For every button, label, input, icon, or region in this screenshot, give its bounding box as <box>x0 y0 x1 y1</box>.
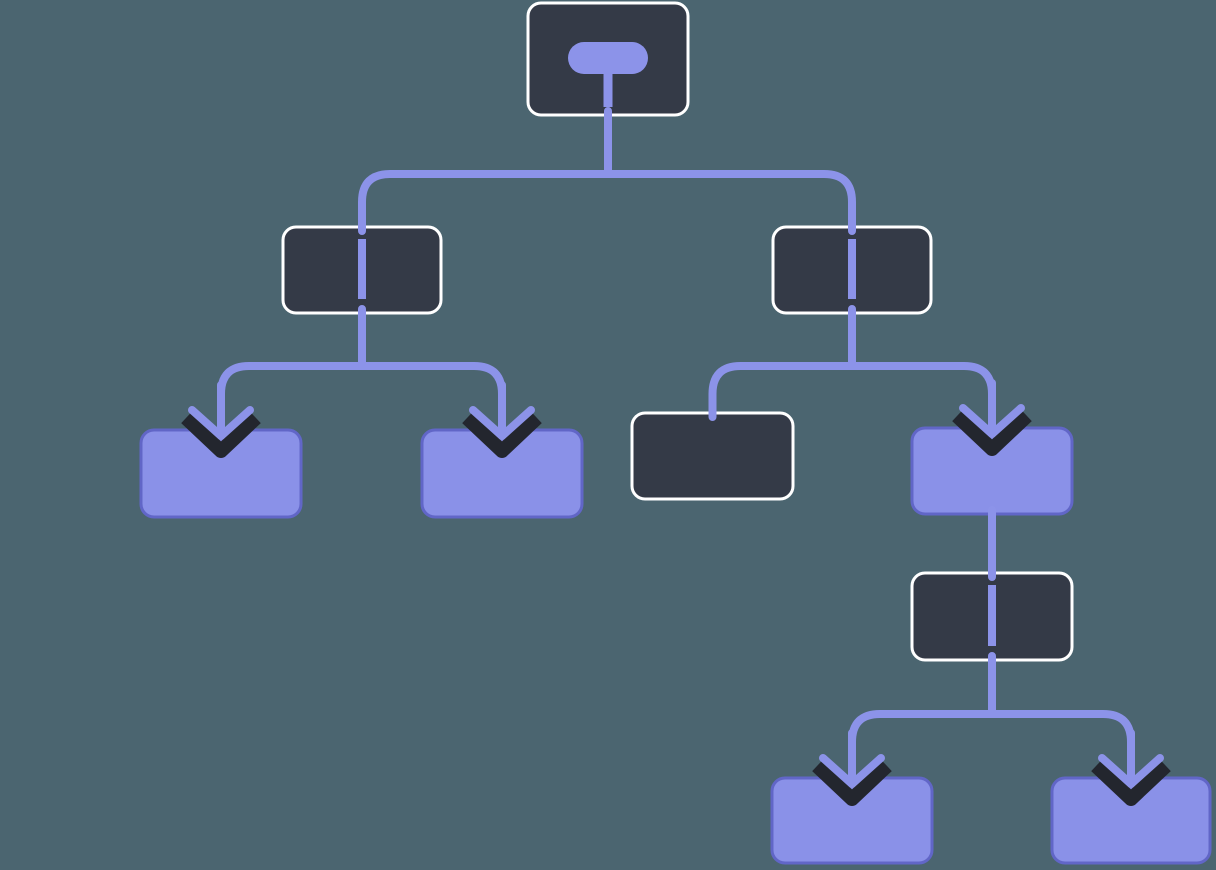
arrow-down-icon <box>819 729 885 788</box>
node-pill-icon <box>568 42 648 74</box>
connector-edge <box>848 652 1135 787</box>
plain-node[interactable] <box>630 411 795 501</box>
chevron-down-icon <box>952 410 1032 456</box>
chevron-down-icon <box>1091 760 1171 806</box>
edges-layer <box>217 107 1135 787</box>
chevron-down-icon <box>462 412 542 458</box>
icons-layer <box>181 379 1171 806</box>
arrow-down-icon <box>469 381 535 440</box>
connector-edge <box>358 107 856 235</box>
chevron-down-icon <box>181 412 261 458</box>
arrow-down-icon <box>959 379 1025 438</box>
arrow-down-icon <box>188 381 254 440</box>
chevron-down-icon <box>812 760 892 806</box>
connector-edge <box>217 305 506 439</box>
nodes-layer <box>139 1 1212 865</box>
arrow-down-icon <box>1098 729 1164 788</box>
